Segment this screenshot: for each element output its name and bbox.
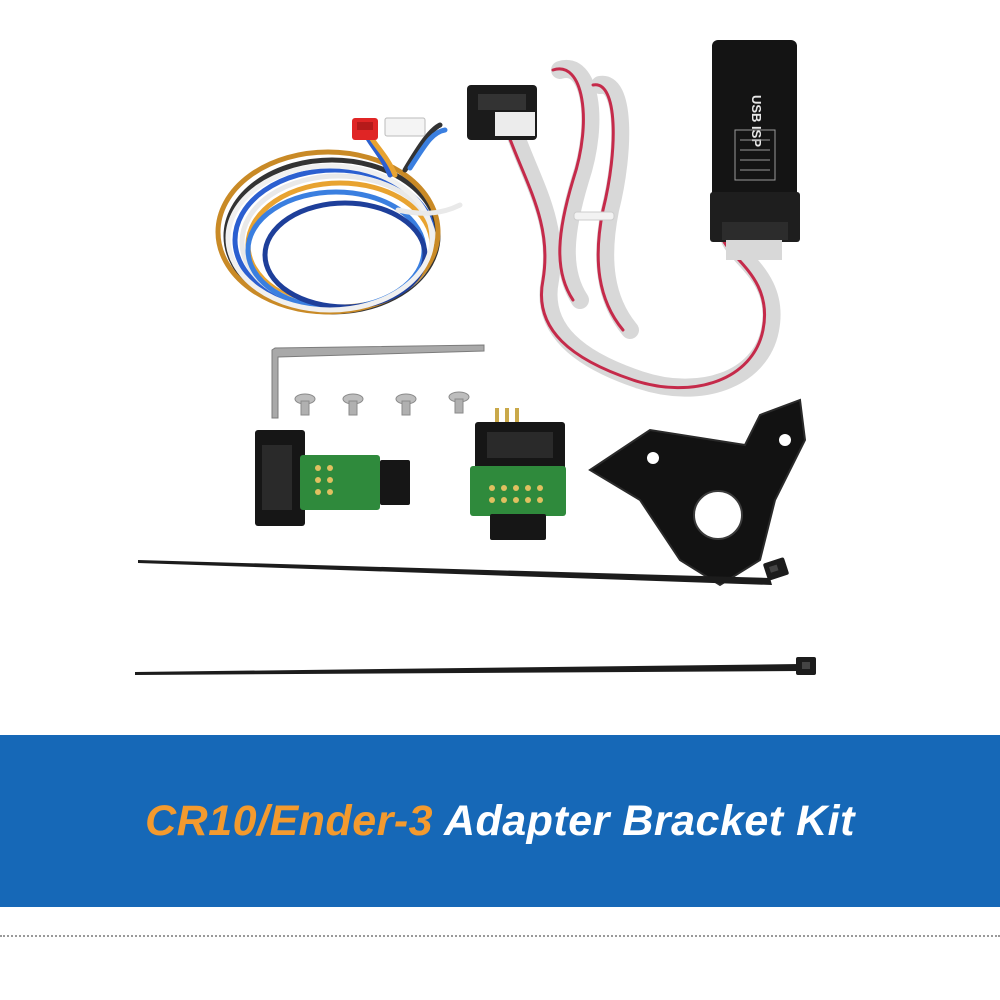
banner-title-product: Adapter Bracket Kit <box>443 796 855 845</box>
ribbon-cable-icon <box>501 60 781 397</box>
screw-icon <box>294 391 470 416</box>
banner-title-model: CR10/Ender-3 <box>145 796 434 845</box>
cable-tie-icon <box>135 657 816 675</box>
device-logo-text: USB ISP <box>749 95 764 147</box>
product-photo: USB ISP <box>135 40 816 675</box>
cable-tie-icon <box>138 557 789 585</box>
dotted-divider <box>0 935 1000 937</box>
pcb-adapter-icon <box>255 430 410 526</box>
pcb-adapter-icon <box>470 408 566 540</box>
cable-bundle-icon <box>215 122 463 315</box>
title-banner: CR10/Ender-3 Adapter Bracket Kit <box>0 735 1000 907</box>
banner-title: CR10/Ender-3 Adapter Bracket Kit <box>145 797 855 846</box>
hex-key-icon <box>271 344 485 419</box>
usb-isp-programmer-icon: USB ISP <box>710 40 800 260</box>
mounting-bracket-icon <box>588 398 807 587</box>
